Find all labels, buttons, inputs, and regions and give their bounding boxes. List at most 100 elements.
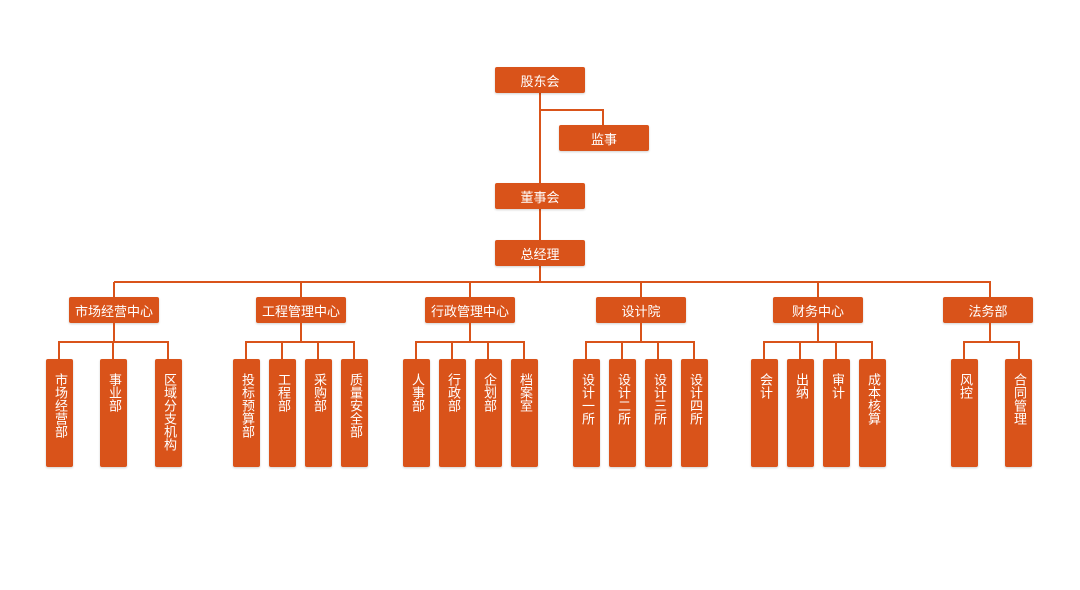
connector-center-2-up	[469, 282, 471, 297]
connector-dept-4-1	[799, 341, 801, 359]
connector-dept-5-1	[1018, 341, 1020, 359]
dept-box-2-3[interactable]: 档案室	[511, 359, 538, 467]
connector-dept-4-0	[763, 341, 765, 359]
dept-label-2-0: 人事部	[409, 373, 424, 412]
dept-label-5-0: 风控	[957, 373, 972, 399]
dept-box-2-1[interactable]: 行政部	[439, 359, 466, 467]
connector-center-1-down	[300, 323, 302, 342]
dept-box-2-2[interactable]: 企划部	[475, 359, 502, 467]
dept-box-0-2[interactable]: 区域分支机构	[155, 359, 182, 467]
connector-dept-0-2	[167, 341, 169, 359]
dept-label-3-1: 设计二所	[615, 373, 630, 425]
connector-dept-3-1	[621, 341, 623, 359]
connector-center-3-up	[640, 282, 642, 297]
dept-box-3-1[interactable]: 设计二所	[609, 359, 636, 467]
connector-supervisor-v	[602, 109, 604, 125]
dept-box-0-0[interactable]: 市场经营部	[46, 359, 73, 467]
dept-box-1-3[interactable]: 质量安全部	[341, 359, 368, 467]
dept-label-1-2: 采购部	[311, 373, 326, 412]
connector-dept-2-1	[451, 341, 453, 359]
connector-board-gm	[539, 209, 541, 240]
dept-label-4-0: 会计	[757, 373, 772, 399]
connector-dept-2-0	[415, 341, 417, 359]
connector-center-4-bus	[764, 341, 873, 343]
connector-dept-1-3	[353, 341, 355, 359]
dept-label-3-2: 设计三所	[651, 373, 666, 425]
dept-label-0-1: 事业部	[106, 373, 121, 412]
center-box-1[interactable]: 工程管理中心	[256, 297, 346, 323]
dept-label-0-0: 市场经营部	[52, 373, 67, 438]
shareholders-label: 股东会	[520, 74, 560, 90]
connector-dept-1-1	[281, 341, 283, 359]
dept-box-3-0[interactable]: 设计一所	[573, 359, 600, 467]
center-label-4: 财务中心	[791, 304, 844, 320]
supervisor-label: 监事	[590, 132, 617, 148]
supervisor-box[interactable]: 监事	[559, 125, 649, 151]
dept-label-1-1: 工程部	[275, 373, 290, 412]
center-label-1: 工程管理中心	[261, 304, 340, 320]
dept-box-1-2[interactable]: 采购部	[305, 359, 332, 467]
dept-label-0-2: 区域分支机构	[161, 373, 176, 451]
dept-box-4-3[interactable]: 成本核算	[859, 359, 886, 467]
connector-center-1-bus	[246, 341, 355, 343]
dept-box-4-1[interactable]: 出纳	[787, 359, 814, 467]
dept-label-3-3: 设计四所	[687, 373, 702, 425]
connector-gm-down	[539, 266, 541, 282]
connector-dept-2-3	[523, 341, 525, 359]
center-label-0: 市场经营中心	[74, 304, 153, 320]
connector-dept-2-2	[487, 341, 489, 359]
connector-centers-bus	[114, 281, 991, 283]
connector-center-2-bus	[416, 341, 525, 343]
dept-label-3-0: 设计一所	[579, 373, 594, 425]
connector-dept-5-0	[963, 341, 965, 359]
gm-label: 总经理	[520, 247, 560, 263]
dept-box-0-1[interactable]: 事业部	[100, 359, 127, 467]
board-box[interactable]: 董事会	[495, 183, 585, 209]
connector-center-0-down	[113, 323, 115, 342]
connector-dept-0-1	[112, 341, 114, 359]
center-box-5[interactable]: 法务部	[943, 297, 1033, 323]
connector-dept-3-2	[657, 341, 659, 359]
connector-dept-3-0	[585, 341, 587, 359]
connector-dept-1-2	[317, 341, 319, 359]
dept-label-4-3: 成本核算	[865, 373, 880, 425]
dept-box-5-1[interactable]: 合同管理	[1005, 359, 1032, 467]
center-label-2: 行政管理中心	[430, 304, 509, 320]
connector-center-5-up	[989, 282, 991, 297]
center-box-0[interactable]: 市场经营中心	[69, 297, 159, 323]
dept-box-5-0[interactable]: 风控	[951, 359, 978, 467]
dept-label-1-0: 投标预算部	[239, 373, 254, 438]
dept-box-4-0[interactable]: 会计	[751, 359, 778, 467]
connector-center-0-up	[113, 282, 115, 297]
gm-box[interactable]: 总经理	[495, 240, 585, 266]
dept-label-2-3: 档案室	[517, 373, 532, 412]
connector-dept-0-0	[58, 341, 60, 359]
connector-center-5-bus	[964, 341, 1020, 343]
dept-label-2-1: 行政部	[445, 373, 460, 412]
dept-label-2-2: 企划部	[481, 373, 496, 412]
dept-box-3-2[interactable]: 设计三所	[645, 359, 672, 467]
center-box-2[interactable]: 行政管理中心	[425, 297, 515, 323]
dept-box-1-0[interactable]: 投标预算部	[233, 359, 260, 467]
dept-box-1-1[interactable]: 工程部	[269, 359, 296, 467]
dept-box-4-2[interactable]: 审计	[823, 359, 850, 467]
center-box-4[interactable]: 财务中心	[773, 297, 863, 323]
dept-label-1-3: 质量安全部	[347, 373, 362, 438]
connector-dept-4-2	[835, 341, 837, 359]
connector-center-4-down	[817, 323, 819, 342]
connector-dept-1-0	[245, 341, 247, 359]
dept-label-4-1: 出纳	[793, 373, 808, 399]
connector-center-3-down	[640, 323, 642, 342]
dept-label-5-1: 合同管理	[1011, 373, 1026, 425]
dept-box-3-3[interactable]: 设计四所	[681, 359, 708, 467]
connector-center-5-down	[989, 323, 991, 342]
connector-dept-3-3	[693, 341, 695, 359]
connector-center-4-up	[817, 282, 819, 297]
dept-box-2-0[interactable]: 人事部	[403, 359, 430, 467]
center-label-3: 设计院	[621, 304, 661, 320]
connector-supervisor-h	[540, 109, 604, 111]
connector-shareholders-board	[539, 93, 541, 183]
center-box-3[interactable]: 设计院	[596, 297, 686, 323]
shareholders-box[interactable]: 股东会	[495, 67, 585, 93]
